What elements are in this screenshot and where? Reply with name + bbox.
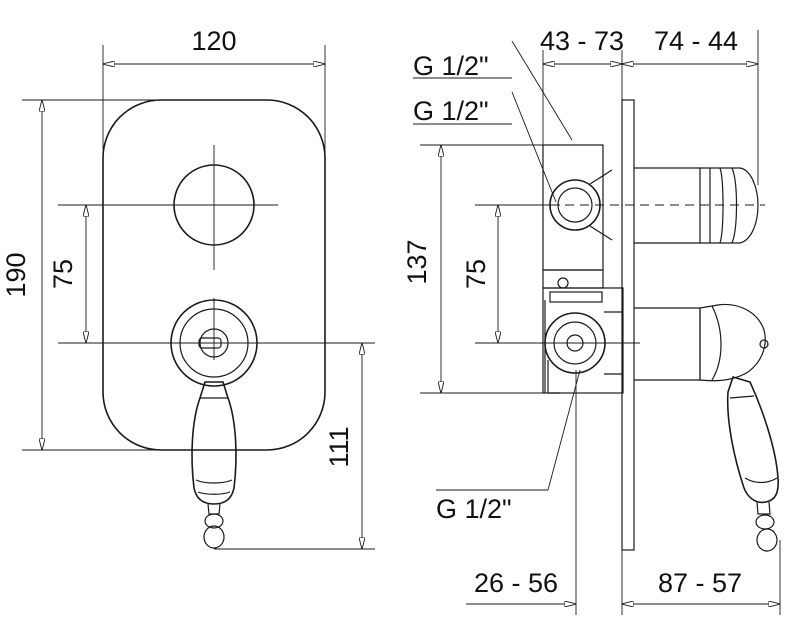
lever-side-neck	[756, 501, 771, 515]
width-label: 120	[191, 26, 236, 56]
diverter-knob-ribs	[709, 167, 738, 244]
side-view: 43 - 73 74 - 44 G 1/2" G 1/2" 137 75	[402, 26, 780, 615]
valve-body-joint	[542, 269, 604, 289]
wall-plate	[621, 99, 635, 551]
lever-band-line-2	[197, 491, 231, 495]
lever-tip-ball	[204, 513, 224, 529]
lever-slot	[198, 337, 222, 349]
top-connection-flanges	[589, 169, 613, 241]
faceplate-outline	[102, 99, 326, 451]
body-height-label: 137	[402, 239, 432, 284]
lever-neck	[207, 503, 221, 515]
lever-side-screw	[759, 339, 769, 349]
connection-top-1-label: G 1/2"	[413, 51, 489, 81]
lever-side-tip-knob	[756, 528, 778, 552]
lever-side-band	[744, 477, 778, 484]
diverter-knob-body	[634, 167, 701, 244]
lever-label: 111	[324, 426, 354, 467]
handle-range-label: 74 - 44	[654, 26, 738, 56]
lever-side-tip-ball	[755, 514, 775, 530]
connection-bottom-leader	[547, 369, 581, 491]
bottom-body-detail	[544, 300, 560, 394]
lever-handle	[191, 381, 237, 505]
lever-side-collar	[729, 395, 755, 399]
connection-top-1-leader	[511, 40, 573, 141]
diverter-knob-cap	[700, 167, 759, 244]
joint-screw	[557, 277, 569, 289]
lever-tip-knob	[203, 525, 225, 549]
depth-range-label: 43 - 73	[540, 26, 624, 56]
lever-band-line	[195, 479, 233, 484]
lever-side-head	[699, 303, 766, 382]
lever-side-body	[634, 307, 701, 381]
joint-plate	[549, 291, 603, 303]
connection-top-2-leader	[511, 91, 557, 203]
bottom-right-range-label: 87 - 57	[658, 568, 742, 598]
lever-side-head-line	[711, 305, 722, 381]
bottom-body-flanges	[604, 311, 622, 375]
bottom-left-range-label: 26 - 56	[474, 568, 558, 598]
connection-bottom-label: G 1/2"	[436, 494, 512, 524]
connection-top-2-label: G 1/2"	[413, 96, 489, 126]
height-label: 190	[1, 252, 31, 297]
spacing-label: 75	[48, 259, 78, 289]
front-view: 120 190 75 111	[1, 26, 375, 549]
valve-body-upper	[542, 144, 604, 271]
side-spacing-label: 75	[461, 259, 491, 289]
valve-body-lower	[542, 287, 624, 394]
lever-side-handle	[726, 376, 779, 504]
